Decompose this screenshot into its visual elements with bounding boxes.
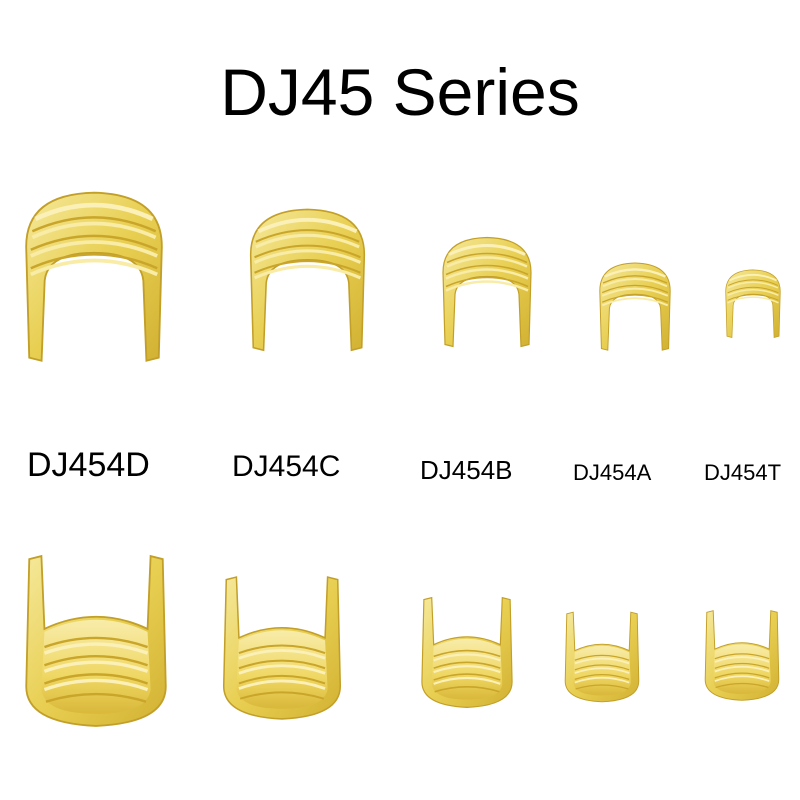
closed-back-icon: [10, 185, 178, 370]
dj454c-top-image: [240, 203, 375, 358]
dj454t-top-image: [722, 248, 784, 360]
dj454a-bottom-image: [562, 602, 642, 712]
part-label-dj454c: DJ454C: [232, 450, 341, 483]
dj454b-bottom-image: [418, 585, 516, 720]
dj454c-bottom-image: [216, 572, 348, 724]
part-label-dj454b: DJ454B: [420, 455, 513, 485]
open-front-icon: [216, 572, 348, 724]
open-front-icon: [418, 585, 516, 720]
dj454b-top-image: [437, 225, 537, 360]
part-label-dj454a: DJ454A: [573, 460, 652, 485]
closed-back-icon: [240, 203, 375, 358]
open-front-icon: [14, 550, 178, 732]
part-label-dj454t: DJ454T: [704, 460, 782, 485]
dj454t-bottom-image: [702, 598, 782, 713]
open-front-icon: [562, 602, 642, 712]
dj454d-bottom-image: [14, 550, 178, 732]
closed-back-icon: [437, 225, 537, 360]
dj454d-top-image: [10, 185, 178, 370]
page-title: DJ45 Series: [220, 55, 580, 129]
part-label-dj454d: DJ454D: [27, 446, 150, 484]
open-front-icon: [702, 598, 782, 713]
dj454a-top-image: [595, 252, 675, 362]
closed-back-icon: [722, 248, 784, 360]
closed-back-icon: [595, 252, 675, 362]
